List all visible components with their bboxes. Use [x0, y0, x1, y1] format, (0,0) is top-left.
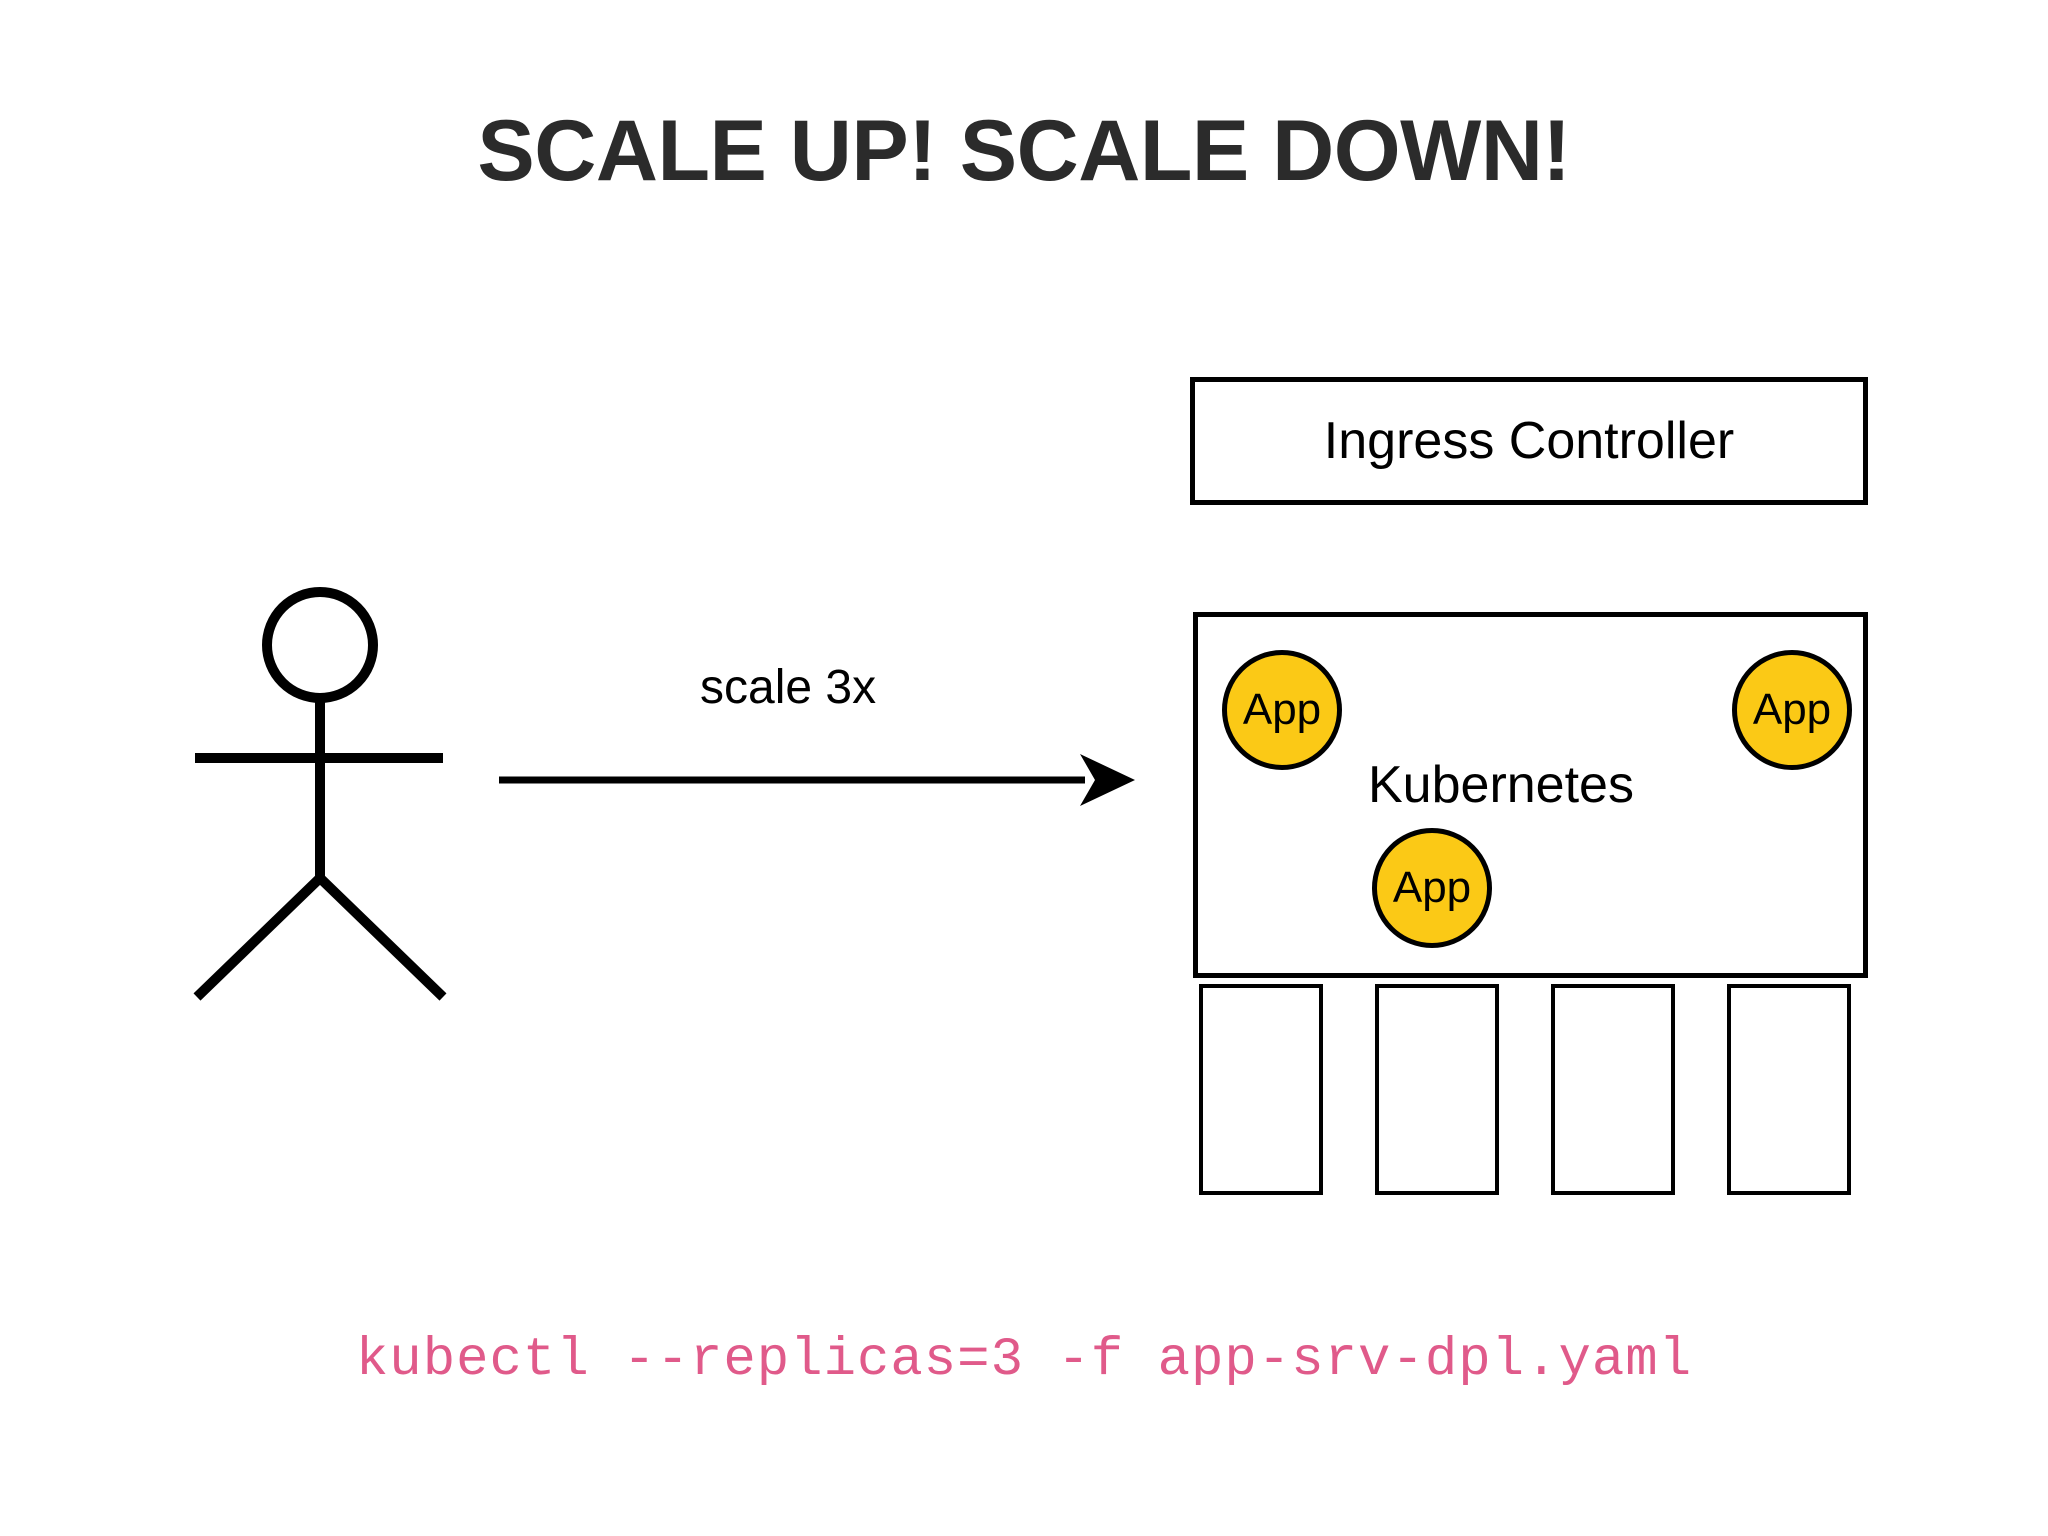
stick-figure-icon	[193, 587, 447, 1001]
app-pod-circle: App	[1222, 650, 1342, 770]
arrow-label: scale 3x	[700, 661, 877, 714]
stick-figure-actor	[175, 570, 505, 1030]
worker-node-box	[1375, 984, 1499, 1195]
app-pod-label: App	[1392, 863, 1472, 912]
ingress-controller-label: Ingress Controller	[1323, 412, 1735, 470]
kubectl-command-text: kubectl --replicas=3 -f app-srv-dpl.yaml	[355, 1330, 1693, 1391]
app-pod-circle: App	[1732, 650, 1852, 770]
scale-arrow-group: scale 3x	[495, 660, 1195, 840]
arrow-right-icon	[499, 754, 1135, 806]
kubernetes-label: Kubernetes	[1368, 756, 1634, 814]
worker-node-box	[1727, 984, 1851, 1195]
app-pod-circle: App	[1372, 828, 1492, 948]
app-pod-label: App	[1752, 685, 1832, 734]
page-title: SCALE UP! SCALE DOWN!	[477, 103, 1571, 199]
ingress-controller-box: Ingress Controller	[1190, 377, 1868, 505]
worker-node-box	[1551, 984, 1675, 1195]
worker-node-box	[1199, 984, 1323, 1195]
app-pod-label: App	[1242, 685, 1322, 734]
